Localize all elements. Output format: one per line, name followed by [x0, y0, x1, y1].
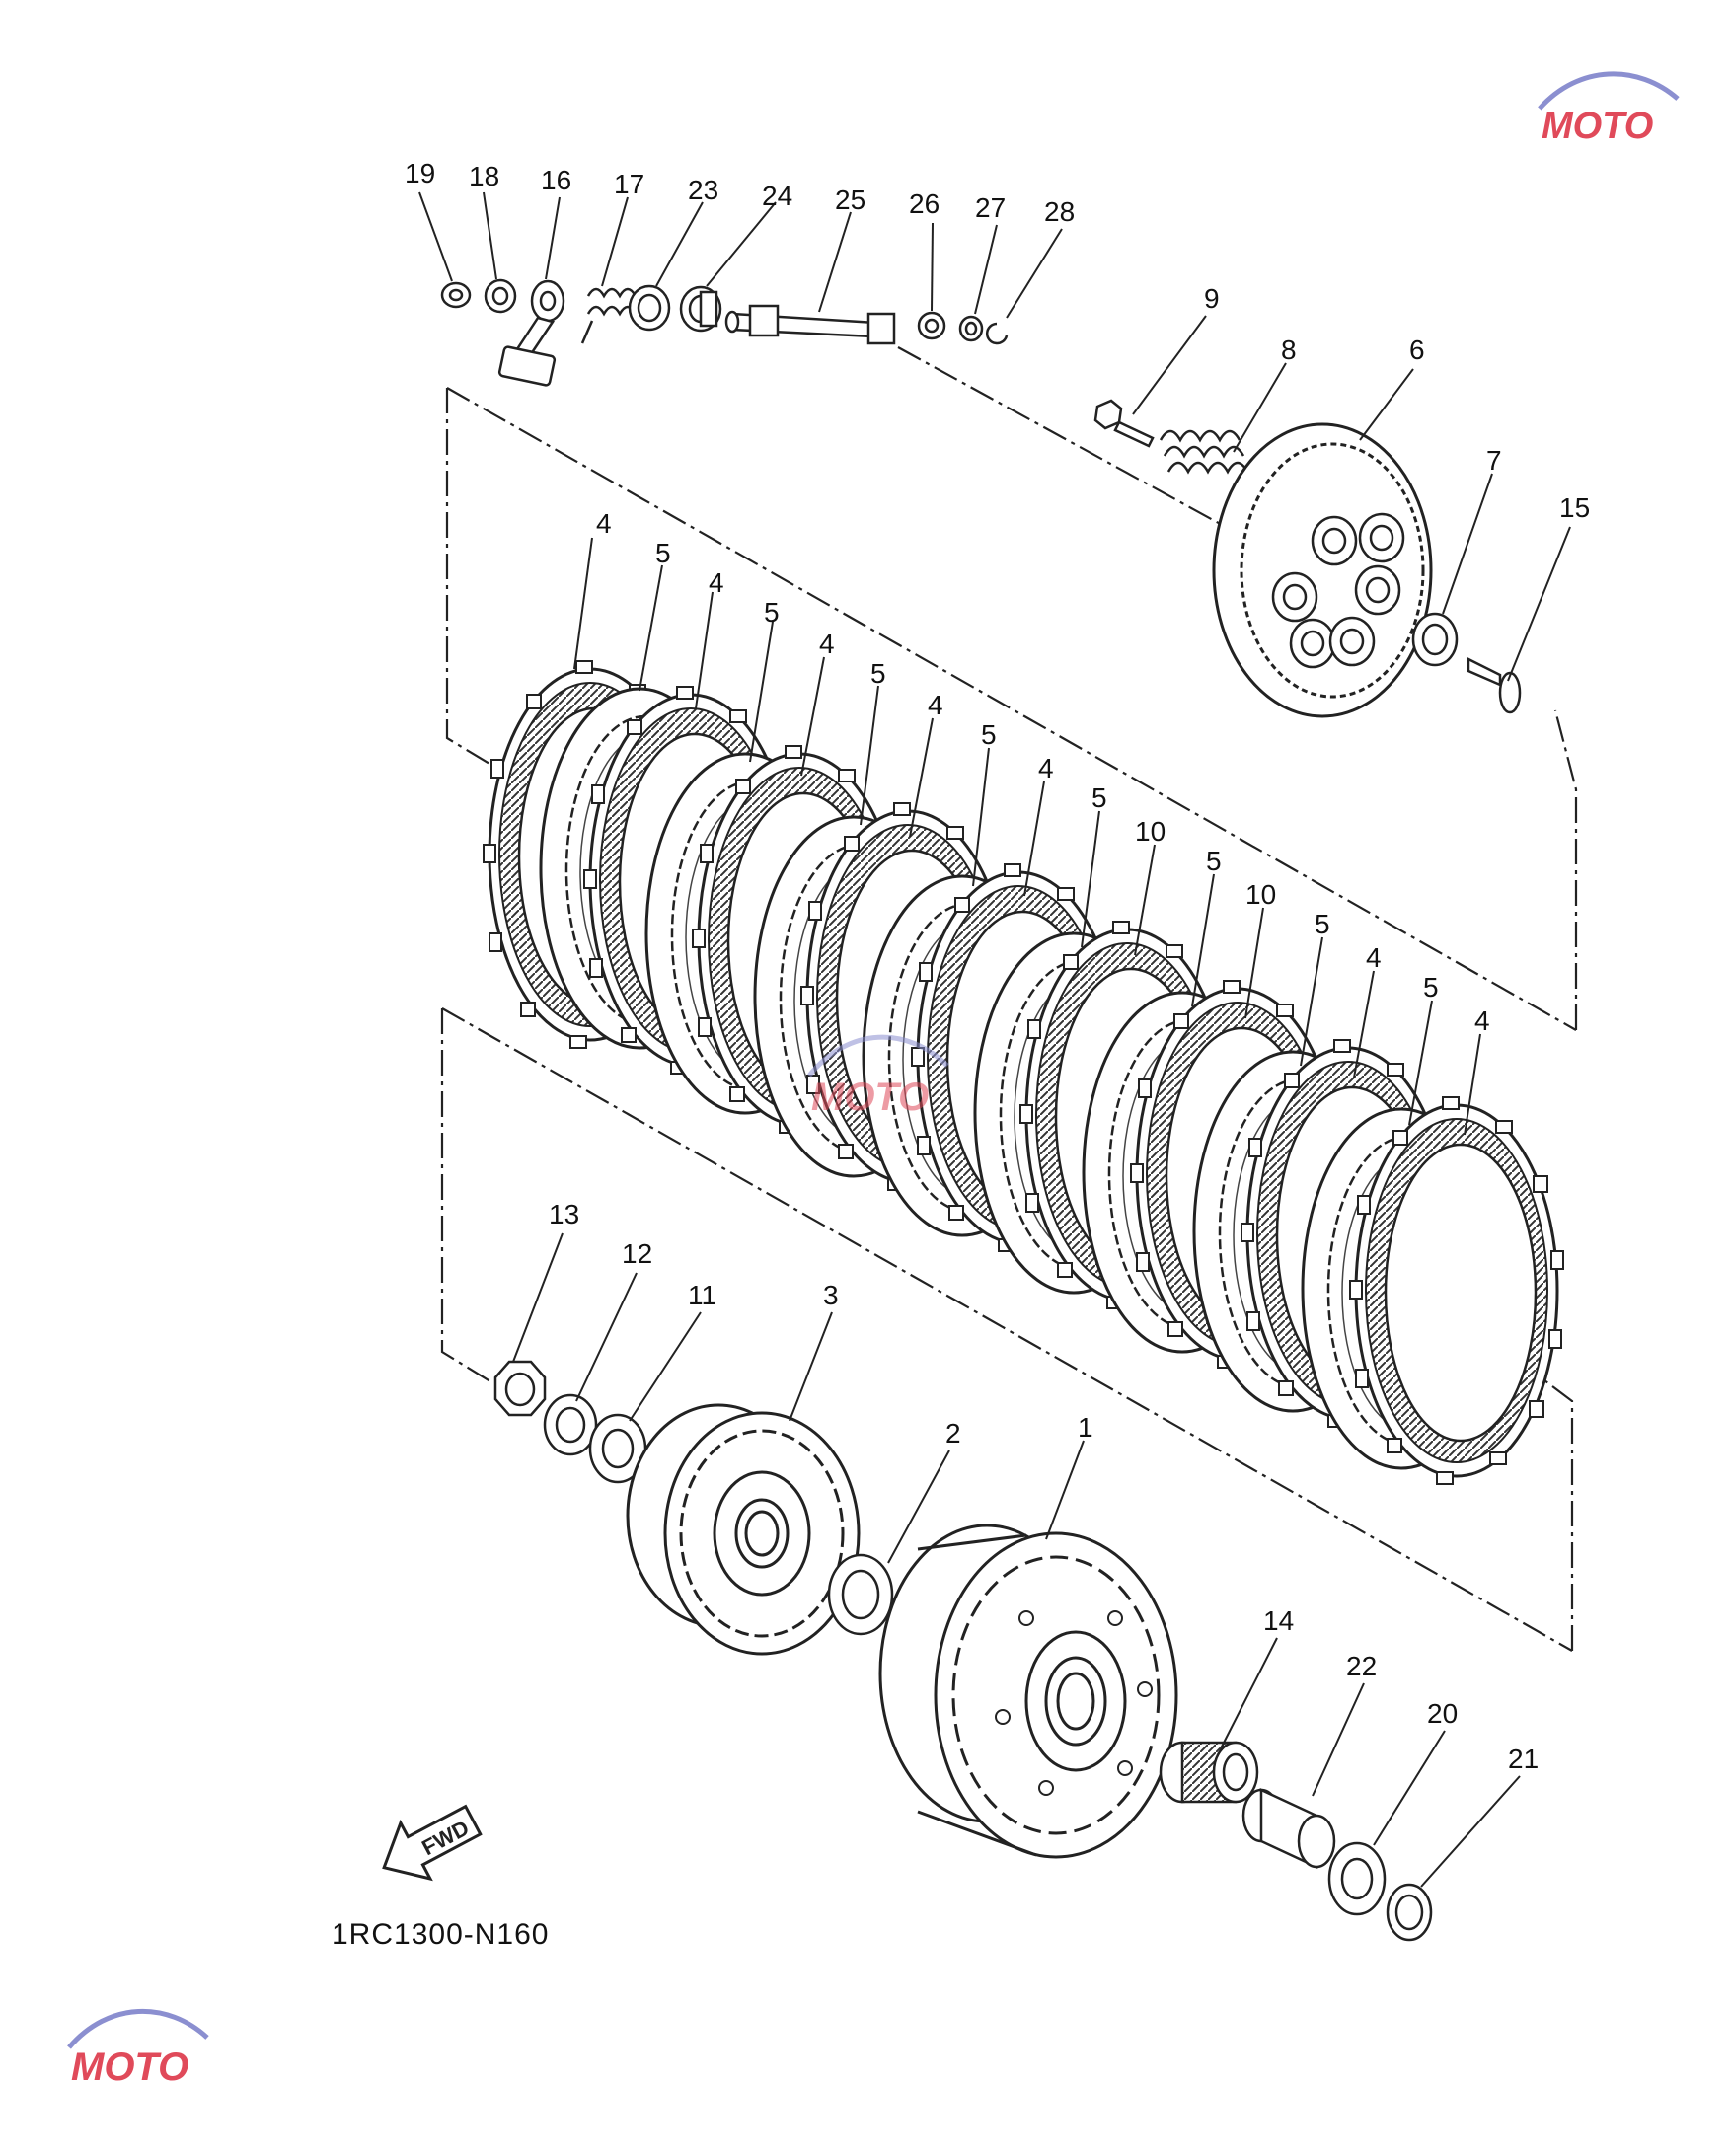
callout-p2: 2: [945, 1418, 961, 1449]
callout-p23: 23: [688, 175, 718, 205]
watermark-text: MOTO: [71, 2045, 188, 2089]
callout-p18: 18: [469, 161, 499, 191]
callout-p26: 26: [909, 188, 940, 219]
callout-s4b: 4: [709, 567, 724, 598]
callout-p20: 20: [1427, 1698, 1458, 1729]
callout-s4a: 4: [596, 508, 612, 539]
callout-p15: 15: [1559, 492, 1590, 523]
callout-p8: 8: [1281, 335, 1297, 365]
watermark-logo-top: MOTO: [1520, 59, 1717, 153]
callout-p22: 22: [1346, 1651, 1377, 1681]
callout-p21: 21: [1508, 1744, 1539, 1774]
callout-p7: 7: [1486, 445, 1502, 476]
callout-s5b: 5: [764, 597, 780, 628]
callout-s4g: 4: [1474, 1005, 1490, 1036]
callout-p19: 19: [405, 158, 435, 188]
fwd-arrow-icon: FWD: [382, 1804, 483, 1882]
watermark-text: MOTO: [811, 1076, 929, 1119]
callout-s10b: 10: [1245, 879, 1276, 910]
callout-s5d: 5: [981, 719, 997, 750]
callout-p3: 3: [823, 1280, 839, 1310]
callout-p12: 12: [622, 1238, 652, 1269]
callout-s5e: 5: [1091, 782, 1107, 813]
callout-s4f: 4: [1366, 942, 1382, 973]
callout-s4e: 4: [1038, 753, 1054, 783]
callout-p6: 6: [1409, 335, 1425, 365]
callout-p17: 17: [614, 169, 644, 199]
callout-p13: 13: [549, 1199, 579, 1229]
callout-p25: 25: [835, 185, 865, 215]
callout-s4d: 4: [928, 690, 943, 720]
watermark-logo-middle: MOTO: [790, 1016, 987, 1130]
callout-p1: 1: [1078, 1412, 1093, 1443]
callout-s10a: 10: [1135, 816, 1166, 847]
callout-s5a: 5: [655, 538, 671, 568]
callout-s5f: 5: [1206, 846, 1222, 876]
callout-p16: 16: [541, 165, 571, 195]
diagram-code: 1RC1300-N160: [332, 1918, 550, 1951]
callout-p24: 24: [762, 181, 792, 211]
callout-s5g: 5: [1315, 909, 1330, 939]
watermark-text: MOTO: [1542, 106, 1653, 147]
callout-s5c: 5: [870, 658, 886, 689]
callout-s4c: 4: [819, 629, 835, 659]
callout-s5h: 5: [1423, 972, 1439, 1003]
watermark-logo-bottom: MOTO: [49, 1993, 247, 2097]
callout-p27: 27: [975, 192, 1006, 223]
callout-p14: 14: [1263, 1605, 1294, 1636]
callout-p11: 11: [688, 1280, 716, 1310]
callout-p9: 9: [1204, 283, 1220, 314]
callout-p28: 28: [1044, 196, 1075, 227]
